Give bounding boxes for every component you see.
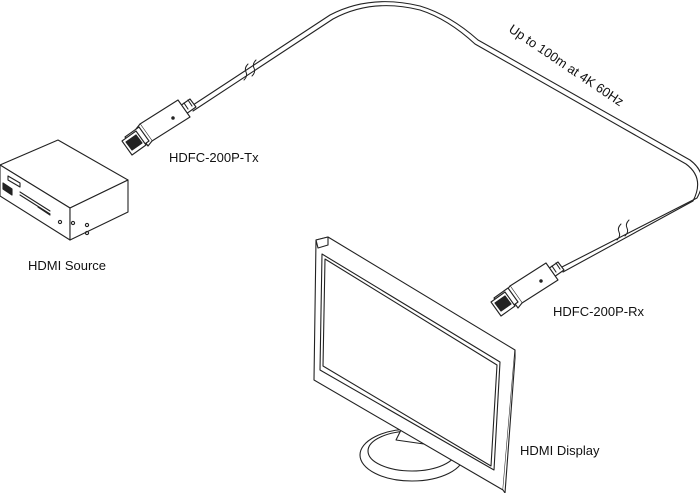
transmitter-label: HDFC-200P-Tx bbox=[169, 150, 259, 165]
hdmi-display-label: HDMI Display bbox=[520, 443, 600, 458]
fiber-cable bbox=[189, 1, 700, 273]
hdmi-display-monitor bbox=[313, 236, 516, 493]
hdmi-source-device bbox=[0, 139, 129, 241]
rx-connector bbox=[490, 261, 565, 317]
tx-connector bbox=[121, 98, 197, 156]
cable-break-mark-top bbox=[243, 59, 257, 81]
receiver-label: HDFC-200P-Rx bbox=[553, 304, 645, 319]
hdmi-source-label: HDMI Source bbox=[28, 258, 107, 273]
cable-break-mark-bottom bbox=[616, 219, 630, 241]
